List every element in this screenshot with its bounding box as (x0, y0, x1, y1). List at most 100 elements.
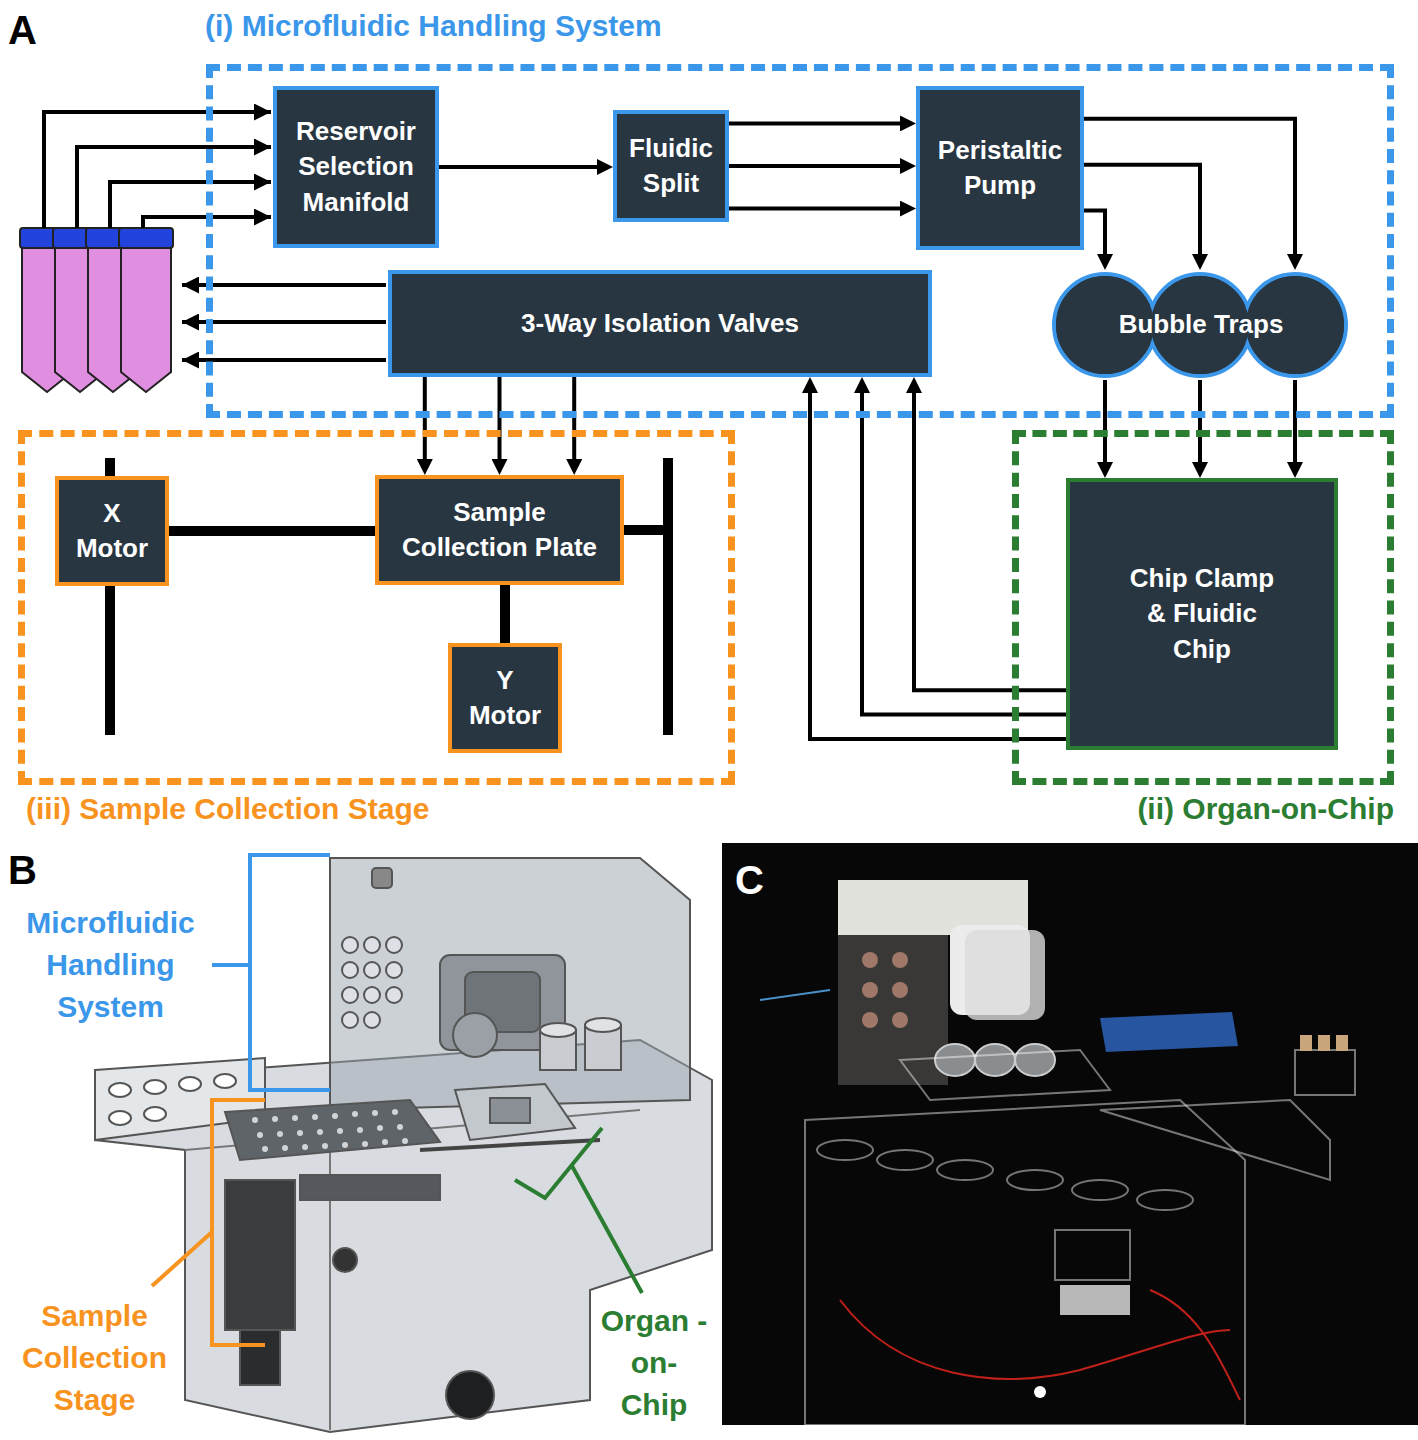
cad-rendering-part-part (302, 1144, 308, 1150)
cad-rendering-part-part (332, 1113, 338, 1119)
photograph-part-part (1300, 1035, 1312, 1051)
reservoir-lines-part (110, 182, 271, 228)
photograph-part-part (1100, 1100, 1330, 1180)
photograph-part-part (935, 1044, 975, 1076)
cad-rendering-part-part (342, 1012, 358, 1028)
cad-rendering-part-part (386, 937, 402, 953)
cad-rendering-part-part (282, 1145, 288, 1151)
photograph-part-part (862, 952, 878, 968)
box-label: Reservoir Selection Manifold (285, 114, 427, 219)
cad-rendering-part-part (337, 1128, 343, 1134)
panel-letter: B (8, 842, 68, 898)
photograph-part (1034, 1386, 1046, 1398)
region-group: (i) Microfluidic Handling SystemReservoi… (206, 64, 1394, 418)
cad-rendering-part-part (109, 1083, 131, 1097)
photograph-part (722, 843, 1418, 1425)
photograph-part-part (1318, 1035, 1330, 1051)
photograph-part-part (1072, 1180, 1128, 1200)
photograph-part-part (817, 1140, 873, 1160)
photograph-part-part (1007, 1170, 1063, 1190)
flow-arrow (1293, 380, 1297, 470)
cad-rendering-part-part (382, 1139, 388, 1145)
reservoir-tubes-part (119, 228, 173, 248)
bubble-trap-cluster: Bubble Traps (1052, 270, 1350, 380)
cad-rendering-part-part (292, 1115, 298, 1121)
cad-rendering-part-part (109, 1111, 131, 1125)
process-box: X Motor (55, 476, 169, 586)
cad-rendering-part (446, 1371, 494, 1419)
cad-rendering-part (372, 868, 392, 888)
cad-rendering-part-part (364, 987, 380, 1003)
photograph-part-part (1055, 1230, 1130, 1280)
cad-rendering-part-part (342, 937, 358, 953)
callout-label: Microfluidic Handling System (8, 902, 213, 1028)
photograph-part (1300, 1035, 1348, 1051)
photograph-part-part (1137, 1190, 1193, 1210)
cad-rendering-part-part (312, 1114, 318, 1120)
cad-rendering-part (490, 1098, 530, 1123)
region-heading: (iii) Sample Collection Stage (26, 791, 429, 827)
cad-rendering-part-part (386, 962, 402, 978)
photograph-part-part (1015, 1044, 1055, 1076)
process-box: Peristaltic Pump (916, 86, 1084, 250)
photograph-part (805, 1050, 1355, 1425)
cad-rendering-part-part (364, 962, 380, 978)
cad-rendering-part-part (377, 1125, 383, 1131)
process-box: 3-Way Isolation Valves (388, 270, 932, 377)
cad-rendering-part-part (364, 937, 380, 953)
cad-rendering-part-part (322, 1143, 328, 1149)
cad-rendering-part-part (392, 1109, 398, 1115)
box-label: Chip Clamp & Fluidic Chip (1123, 561, 1281, 666)
cad-rendering-part-part (386, 987, 402, 1003)
reservoir-lines-part (44, 112, 271, 228)
flow-arrow (729, 164, 908, 168)
flow-arrow (572, 377, 576, 467)
flow-arrow (1084, 165, 1200, 262)
photograph-part (760, 990, 830, 1000)
link-line (169, 526, 375, 536)
photograph-part-part (1295, 1050, 1355, 1095)
photograph-part-part (1336, 1035, 1348, 1051)
cad-rendering-part-part (397, 1124, 403, 1130)
box-label: Bubble Traps (1119, 308, 1284, 342)
photograph-part-part (937, 1160, 993, 1180)
flow-arrow (423, 377, 427, 467)
photograph-part-part (862, 1012, 878, 1028)
box-label: Y Motor (460, 663, 550, 733)
cad-rendering-part-part (362, 1141, 368, 1147)
link-line (500, 585, 510, 643)
callout-label: Sample Collection Stage (12, 1295, 177, 1421)
callout-brackets (152, 855, 642, 1345)
flow-arrow (439, 165, 605, 169)
cad-rendering-part-part (277, 1131, 283, 1137)
cad-rendering-part-part (342, 1142, 348, 1148)
flow-arrow (1103, 380, 1107, 470)
photograph-part-part (805, 1100, 1245, 1425)
flow-arrow (810, 385, 1066, 739)
photograph-part-part (877, 1150, 933, 1170)
photograph-part (965, 930, 1045, 1020)
cad-rendering-part-part (257, 1132, 263, 1138)
callout-brackets-part (212, 855, 330, 1090)
callout-label: Organ -on- Chip (598, 1300, 710, 1426)
box-label: 3-Way Isolation Valves (521, 306, 799, 341)
box-label: Fluidic Split (625, 131, 717, 201)
cad-rendering-part (585, 1018, 621, 1032)
photograph-part-part (900, 1050, 1110, 1100)
flow-arrow (1084, 119, 1295, 262)
photograph-part (935, 1044, 1055, 1076)
stage-rails (110, 458, 668, 735)
region-group: (ii) Organ-on-ChipChip Clamp & Fluidic C… (1012, 430, 1394, 785)
cad-rendering-part (333, 1248, 357, 1272)
photograph-part-part (975, 1044, 1015, 1076)
process-box: Reservoir Selection Manifold (273, 86, 439, 248)
photograph-part-part (840, 1300, 1230, 1379)
cad-rendering-part (225, 1180, 295, 1330)
photograph-part (838, 935, 948, 1085)
process-box: Sample Collection Plate (375, 475, 624, 585)
cad-rendering-part (300, 1175, 440, 1200)
cad-rendering-part-part (297, 1130, 303, 1136)
box-label: Sample Collection Plate (387, 495, 612, 565)
photograph-part (862, 952, 908, 1028)
cad-rendering-part (252, 1109, 408, 1152)
